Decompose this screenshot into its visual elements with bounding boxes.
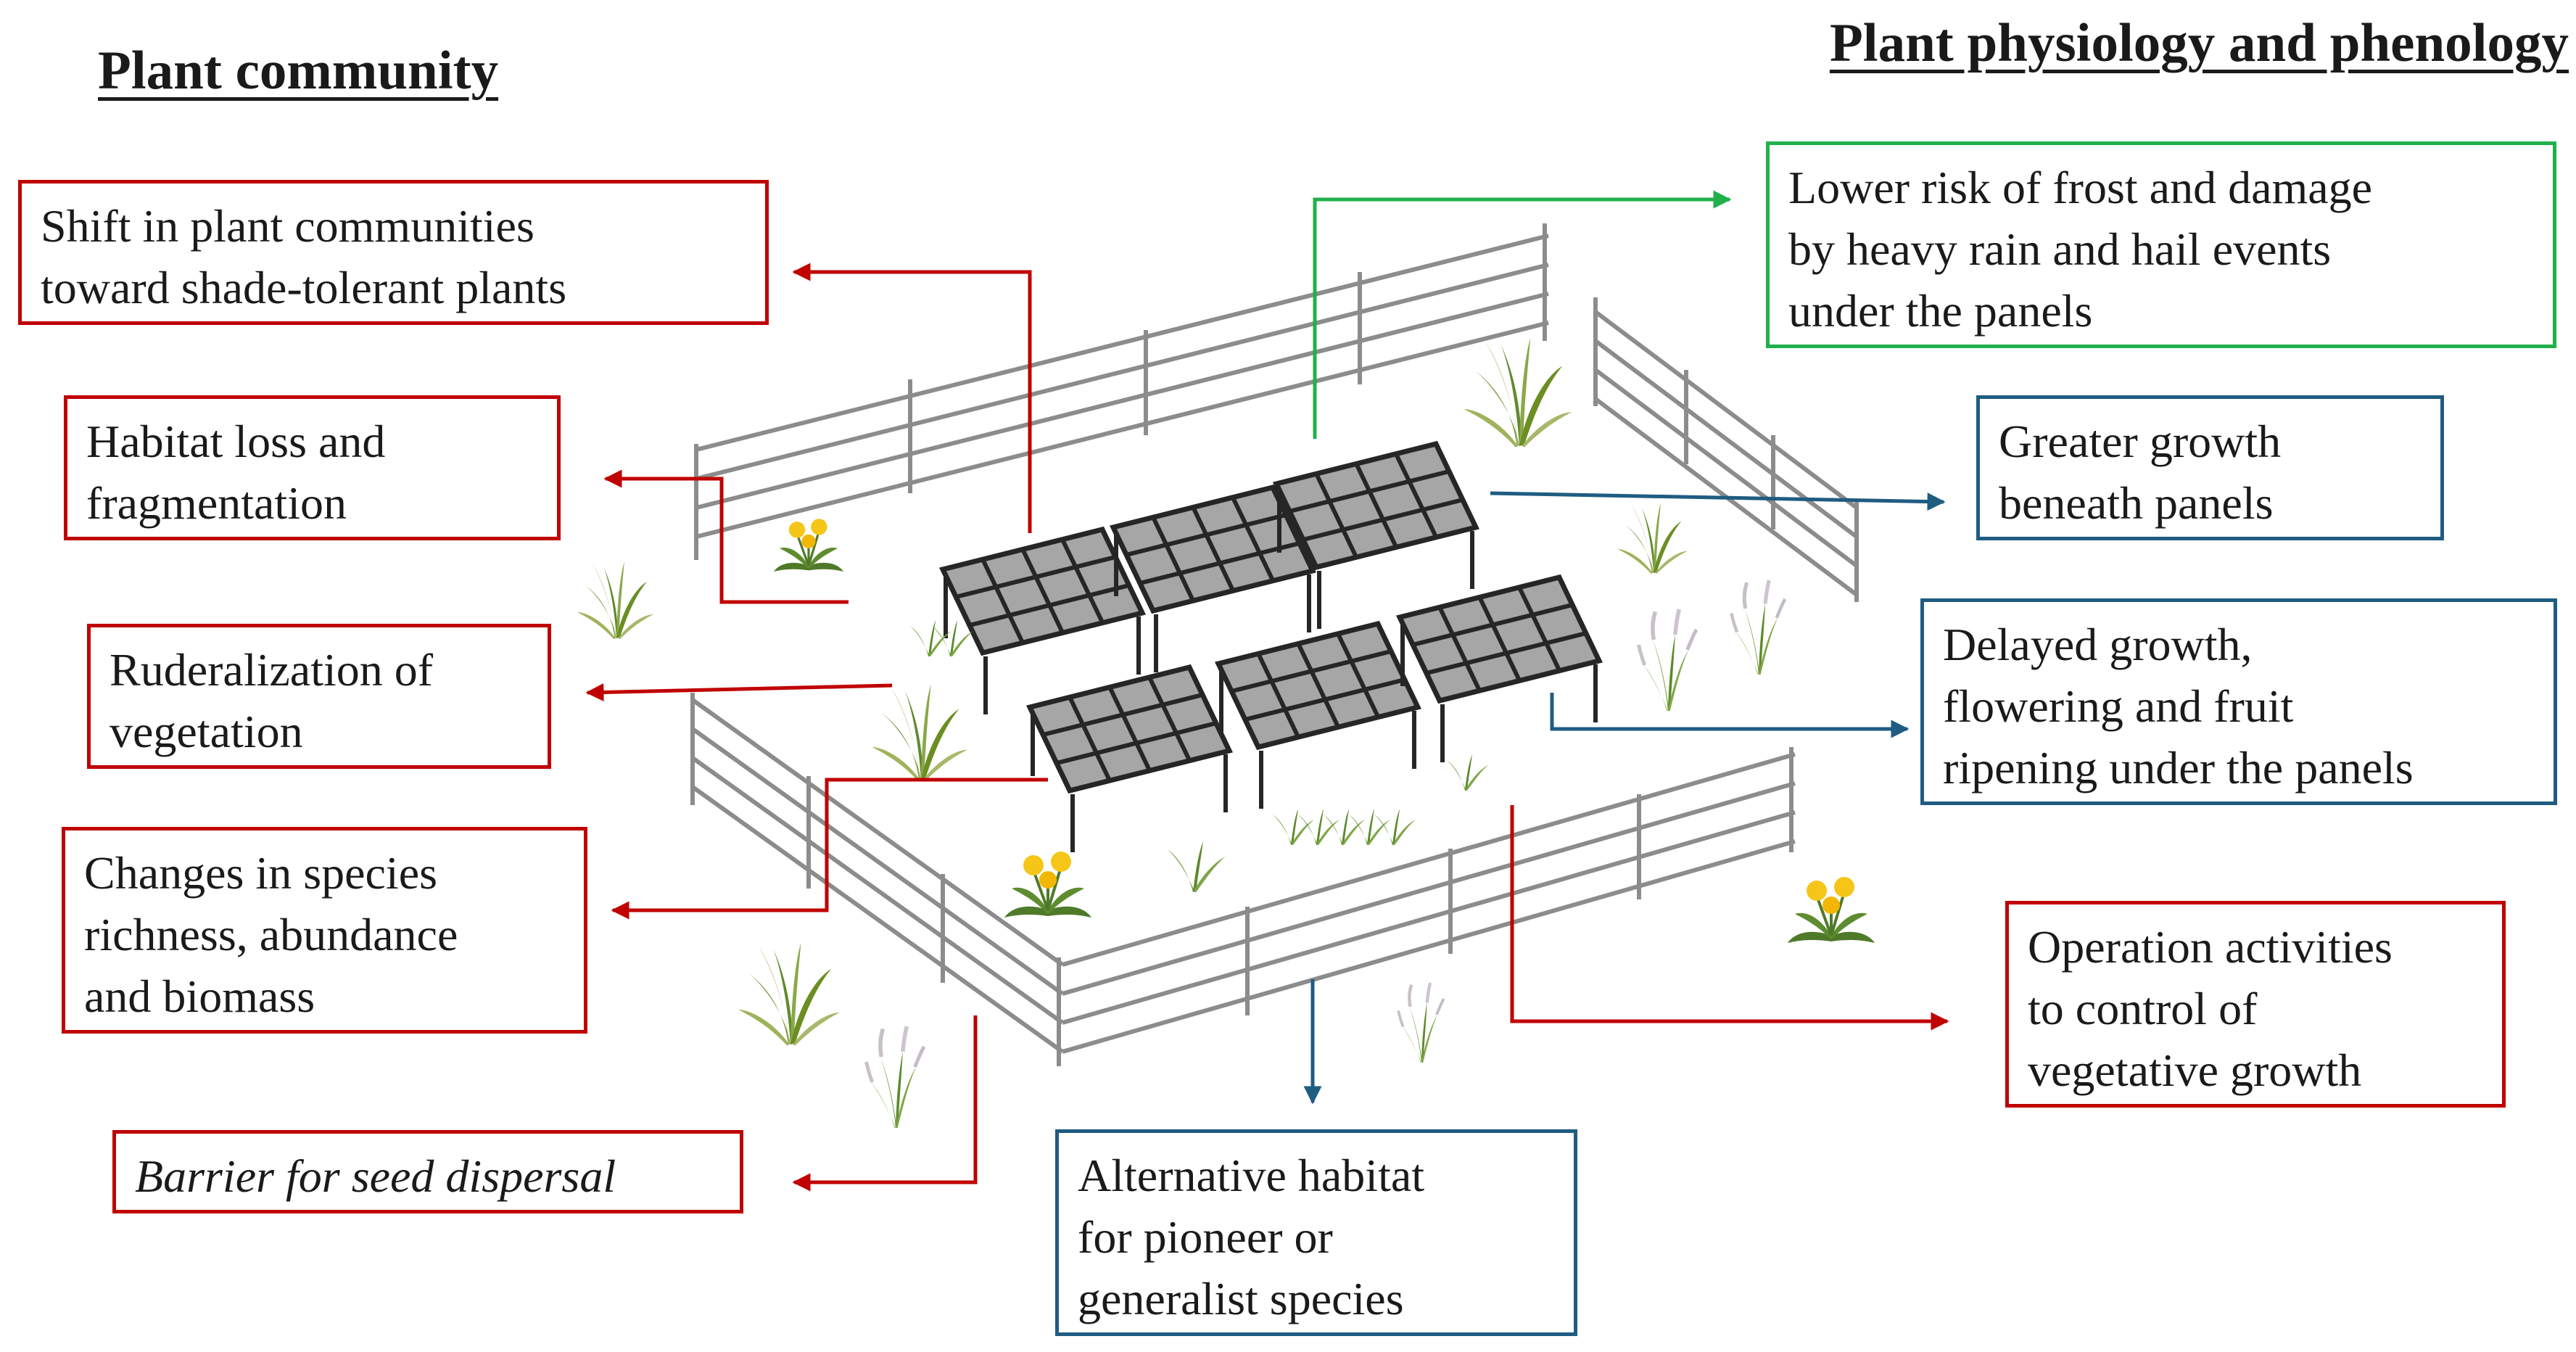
- grass-tuft-icon: [1374, 809, 1416, 845]
- dandelion-icon: [1003, 850, 1093, 919]
- solar-panel-icon: [1400, 577, 1599, 762]
- arrows-positive: [1313, 190, 1732, 439]
- arrow-greater-growth: [1490, 491, 1946, 511]
- vegetation: [577, 338, 1876, 1128]
- box-shift-plant-communities: Shift in plant communities toward shade-…: [18, 180, 769, 325]
- arrow-operation: [1510, 805, 1949, 1031]
- arrow-seed-barrier: [792, 1015, 978, 1192]
- grass-tuft-icon: [1298, 809, 1339, 845]
- solar-panel-icon: [1276, 444, 1476, 629]
- fence-left: [690, 693, 1064, 1066]
- grass-tuft-icon: [1168, 841, 1226, 892]
- box-alternative-habitat: Alternative habitat for pioneer or gener…: [1055, 1129, 1577, 1336]
- grass-tuft-icon: [1464, 338, 1572, 448]
- grass-tuft-icon: [872, 684, 967, 781]
- grass-tuft-icon: [738, 943, 840, 1046]
- grass-tuft-icon: [1273, 809, 1314, 845]
- box-delayed-growth: Delayed growth, flowering and fruit ripe…: [1920, 598, 2557, 805]
- heading-plant-physiology: Plant physiology and phenology: [1829, 13, 2569, 73]
- dandelion-icon: [1786, 875, 1876, 944]
- solar-panel-icon: [1030, 667, 1229, 852]
- arrows-phenology: [1303, 491, 1946, 1105]
- heading-plant-community: Plant community: [98, 41, 499, 101]
- solar-panel-icon: [1113, 487, 1313, 672]
- box-frost-risk: Lower risk of frost and damage by heavy …: [1766, 141, 2556, 348]
- grass-tuft-icon: [1447, 754, 1488, 791]
- box-ruderalization: Ruderalization of vegetation: [87, 624, 551, 769]
- box-habitat-loss: Habitat loss and fragmentation: [64, 395, 561, 540]
- dandelion-icon: [772, 517, 845, 573]
- arrow-habitat-loss: [603, 469, 849, 604]
- fence-back: [694, 223, 1549, 560]
- fence-front: [1062, 747, 1796, 1054]
- flowering-grass-icon: [1731, 580, 1785, 675]
- arrow-delayed-growth: [1550, 693, 1910, 738]
- solar-panel-icon: [1218, 624, 1418, 809]
- grass-tuft-icon: [1349, 809, 1390, 845]
- flowering-grass-icon: [866, 1026, 924, 1128]
- box-species-changes: Changes in species richness, abundance a…: [62, 827, 587, 1034]
- box-greater-growth: Greater growth beneath panels: [1976, 395, 2444, 540]
- box-seed-barrier: Barrier for seed dispersal: [112, 1130, 743, 1213]
- arrow-species-changes: [611, 778, 1048, 920]
- arrow-shift: [792, 263, 1032, 533]
- flowering-grass-icon: [1398, 983, 1444, 1063]
- arrow-ruderalization: [585, 683, 893, 701]
- solar-panels: [943, 444, 1599, 852]
- flowering-grass-icon: [1638, 609, 1696, 711]
- grass-tuft-icon: [1617, 503, 1688, 574]
- arrows-plant-community: [585, 263, 1949, 1192]
- grass-tuft-icon: [1324, 809, 1365, 845]
- box-operation-activities: Operation activities to control of veget…: [2005, 901, 2506, 1108]
- arrow-frost: [1313, 190, 1732, 439]
- grass-tuft-icon: [577, 562, 653, 640]
